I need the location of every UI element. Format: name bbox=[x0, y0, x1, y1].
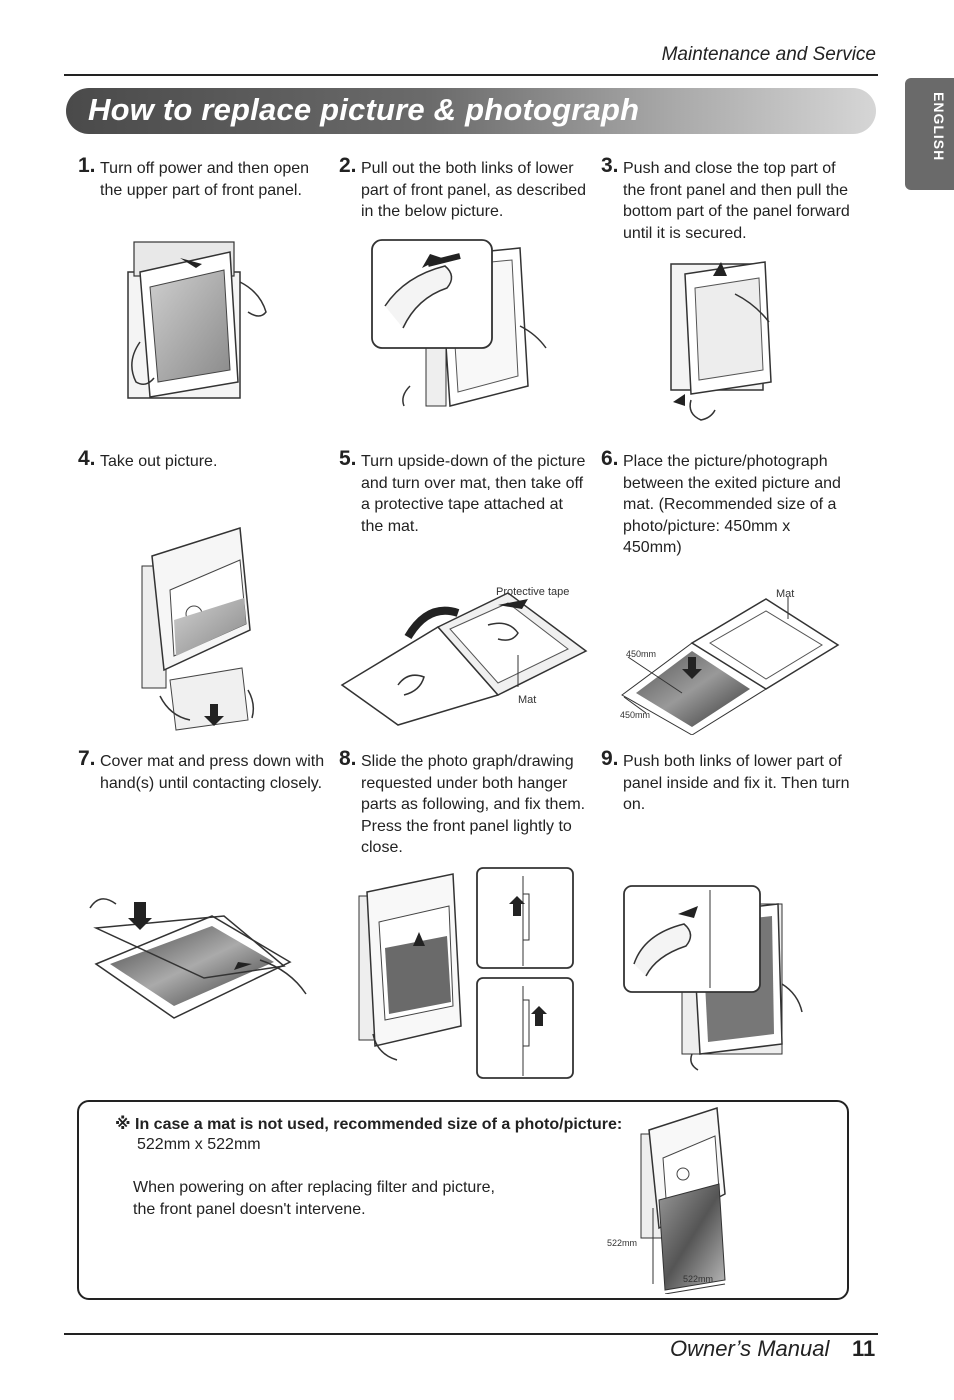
step-text: Push and close the top part of the front… bbox=[623, 160, 850, 242]
figure-step-4 bbox=[130, 520, 270, 736]
step-number: 9. bbox=[601, 747, 619, 770]
figure-step-2 bbox=[370, 236, 570, 411]
step-5: 5. Turn upside-down of the picture and t… bbox=[339, 447, 589, 537]
note-line-2: the front panel doesn't intervene. bbox=[133, 1201, 366, 1218]
note-box: ※ In case a mat is not used, recommended… bbox=[77, 1100, 849, 1300]
language-tab-label: ENGLISH bbox=[931, 92, 947, 162]
label-size-450-a: 450mm bbox=[626, 649, 656, 659]
page-number: 11 bbox=[852, 1336, 876, 1361]
label-protective-tape: Protective tape bbox=[496, 586, 569, 598]
figure-step-1 bbox=[110, 232, 280, 412]
label-size-522-a: 522mm bbox=[607, 1238, 637, 1248]
note-line-1: When powering on after replacing filter … bbox=[133, 1179, 495, 1196]
figure-step-6: Mat 450mm 450mm bbox=[616, 585, 841, 735]
step-4: 4. Take out picture. bbox=[78, 447, 328, 473]
label-mat-6: Mat bbox=[776, 588, 794, 600]
section-header: Maintenance and Service bbox=[661, 44, 876, 65]
footer-manual-title: Owner’s Manual bbox=[670, 1336, 830, 1361]
note-heading-line: ※ In case a mat is not used, recommended… bbox=[115, 1114, 622, 1134]
step-number: 7. bbox=[78, 747, 96, 770]
figure-step-3 bbox=[655, 254, 785, 424]
step-text: Slide the photo graph/drawing requested … bbox=[361, 753, 586, 856]
step-number: 4. bbox=[78, 447, 96, 470]
step-text: Place the picture/photograph between the… bbox=[623, 453, 841, 556]
step-number: 5. bbox=[339, 447, 357, 470]
label-mat-5: Mat bbox=[518, 694, 536, 706]
note-size: 522mm x 522mm bbox=[137, 1136, 261, 1153]
step-text: Turn off power and then open the upper p… bbox=[100, 160, 310, 199]
step-number: 1. bbox=[78, 154, 96, 177]
language-tab: ENGLISH bbox=[905, 78, 954, 190]
note-heading: In case a mat is not used, recommended s… bbox=[135, 1116, 623, 1133]
figure-step-5: Protective tape Mat bbox=[338, 585, 588, 730]
step-6: 6. Place the picture/photograph between … bbox=[601, 447, 853, 559]
figure-note: 522mm 522mm bbox=[607, 1104, 777, 1294]
figure-step-8 bbox=[353, 866, 578, 1081]
title-bar bbox=[66, 88, 876, 134]
figure-step-9 bbox=[622, 884, 812, 1074]
step-8: 8. Slide the photo graph/drawing request… bbox=[339, 747, 591, 859]
figure-step-7 bbox=[84, 888, 314, 1023]
step-3: 3. Push and close the top part of the fr… bbox=[601, 154, 853, 244]
label-size-450-b: 450mm bbox=[620, 710, 650, 720]
step-number: 8. bbox=[339, 747, 357, 770]
step-number: 6. bbox=[601, 447, 619, 470]
top-divider bbox=[64, 74, 878, 76]
note-symbol: ※ bbox=[115, 1116, 131, 1133]
page-title: How to replace picture & photograph bbox=[88, 92, 640, 127]
step-text: Cover mat and press down with hand(s) un… bbox=[100, 753, 325, 792]
step-text: Push both links of lower part of panel i… bbox=[623, 753, 850, 813]
step-9: 9. Push both links of lower part of pane… bbox=[601, 747, 853, 816]
label-size-522-b: 522mm bbox=[683, 1274, 713, 1284]
step-text: Turn upside-down of the picture and turn… bbox=[361, 453, 586, 535]
step-text: Take out picture. bbox=[100, 453, 218, 470]
step-text: Pull out the both links of lower part of… bbox=[361, 160, 587, 220]
step-number: 3. bbox=[601, 154, 619, 177]
step-2: 2. Pull out the both links of lower part… bbox=[339, 154, 589, 223]
step-number: 2. bbox=[339, 154, 357, 177]
step-7: 7. Cover mat and press down with hand(s)… bbox=[78, 747, 328, 794]
step-1: 1. Turn off power and then open the uppe… bbox=[78, 154, 328, 201]
bottom-divider bbox=[64, 1333, 878, 1335]
